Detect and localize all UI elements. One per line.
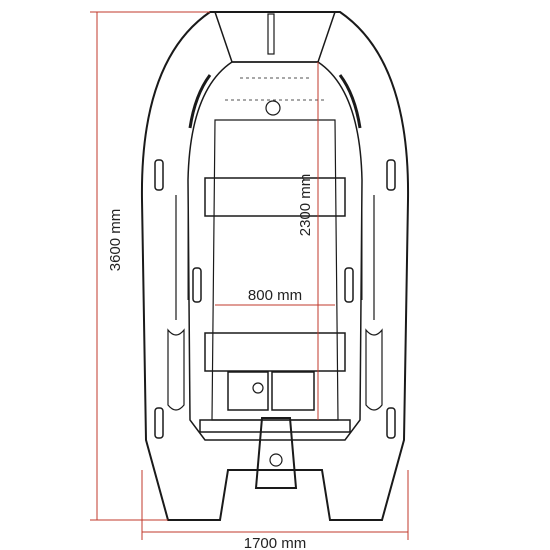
label-overall-length: 3600 mm xyxy=(107,209,124,272)
left-oar xyxy=(167,195,185,411)
rear-seat xyxy=(204,332,346,372)
right-rope-loop xyxy=(338,74,362,129)
bow-handle xyxy=(267,13,275,55)
dimension-overall-width xyxy=(141,470,409,540)
inner-tube-outline xyxy=(187,61,363,441)
fuel-tank xyxy=(227,371,269,411)
left-handle-1 xyxy=(154,159,164,191)
label-overall-width: 1700 mm xyxy=(244,535,307,550)
outboard-motor xyxy=(254,417,298,489)
right-handle-3 xyxy=(386,407,396,439)
right-handle-1 xyxy=(386,159,396,191)
floor-bow-dash xyxy=(225,77,325,101)
floor-outline xyxy=(211,119,339,421)
fuel-cap xyxy=(252,382,264,394)
right-handle-2 xyxy=(344,267,354,303)
dimension-overall-length xyxy=(90,11,210,521)
motor-bracket xyxy=(271,371,315,411)
bow-cap xyxy=(213,11,337,63)
left-rope-loop xyxy=(188,74,212,129)
front-seat xyxy=(204,177,346,217)
bow-valve xyxy=(265,100,281,116)
label-interior-length: 2300 mm xyxy=(297,174,314,237)
right-oar xyxy=(365,195,383,411)
left-handle-3 xyxy=(154,407,164,439)
transom xyxy=(199,419,351,433)
left-handle-2 xyxy=(192,267,202,303)
label-interior-width: 800 mm xyxy=(248,287,302,304)
hull-outline xyxy=(140,11,410,521)
motor-cap xyxy=(269,453,283,467)
